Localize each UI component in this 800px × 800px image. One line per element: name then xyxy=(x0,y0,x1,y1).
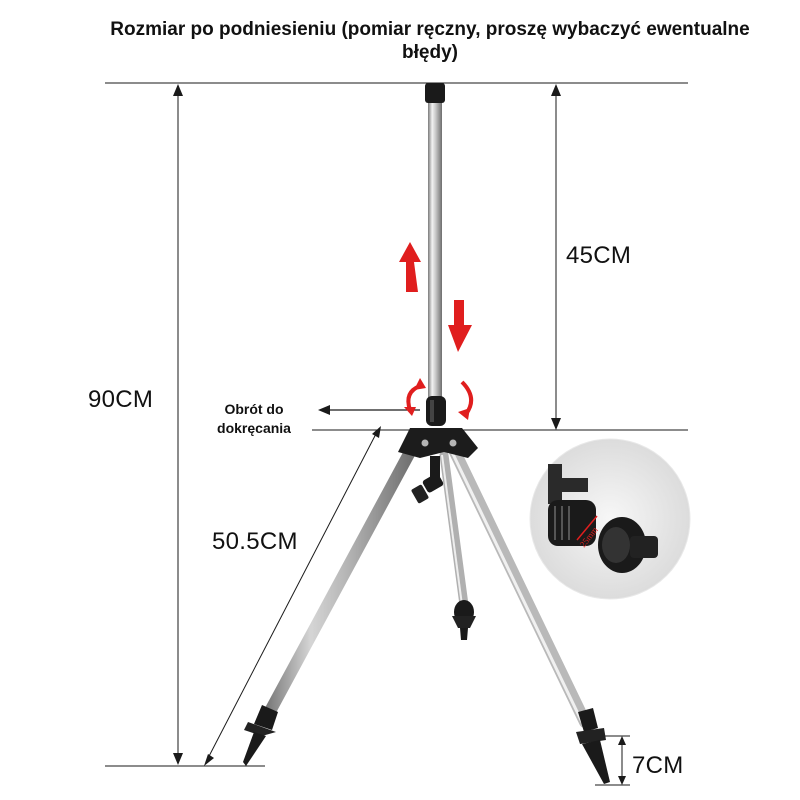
rotate-note-arrow xyxy=(318,405,420,415)
rotate-note-line2: dokręcania xyxy=(217,420,291,436)
vertical-pole xyxy=(425,83,445,398)
foot-height-dimension xyxy=(618,736,626,785)
leg-length-label: 50.5CM xyxy=(212,528,298,555)
rotate-left-arrow-icon xyxy=(404,378,426,416)
foot-height-label: 7CM xyxy=(632,752,684,779)
retract-down-arrow-icon xyxy=(448,300,472,352)
upper-pole-dimension xyxy=(551,84,561,430)
total-height-label: 90CM xyxy=(88,386,154,413)
hose-connector xyxy=(411,456,444,504)
middle-leg xyxy=(439,450,469,610)
tripod-legs xyxy=(262,446,591,728)
leg-length-dimension xyxy=(204,426,381,766)
page-title: Rozmiar po podniesieniu (pomiar ręczny, … xyxy=(110,19,750,63)
right-leg xyxy=(449,446,591,728)
upper-pole-label: 45CM xyxy=(566,242,632,269)
thread-detail-inset: 25mm xyxy=(529,438,691,600)
extend-up-arrow-icon xyxy=(399,242,421,292)
right-foot xyxy=(576,708,610,784)
tripod-hub xyxy=(398,428,478,458)
middle-foot xyxy=(452,600,476,640)
total-height-dimension xyxy=(173,84,183,765)
rotate-note-line1: Obrót do xyxy=(224,401,284,417)
rotate-right-arrow-icon xyxy=(458,380,474,420)
left-leg xyxy=(262,446,416,721)
rotate-note: Obrót do dokręcania xyxy=(206,400,302,438)
left-foot xyxy=(243,705,278,766)
pole-collar xyxy=(426,396,446,426)
